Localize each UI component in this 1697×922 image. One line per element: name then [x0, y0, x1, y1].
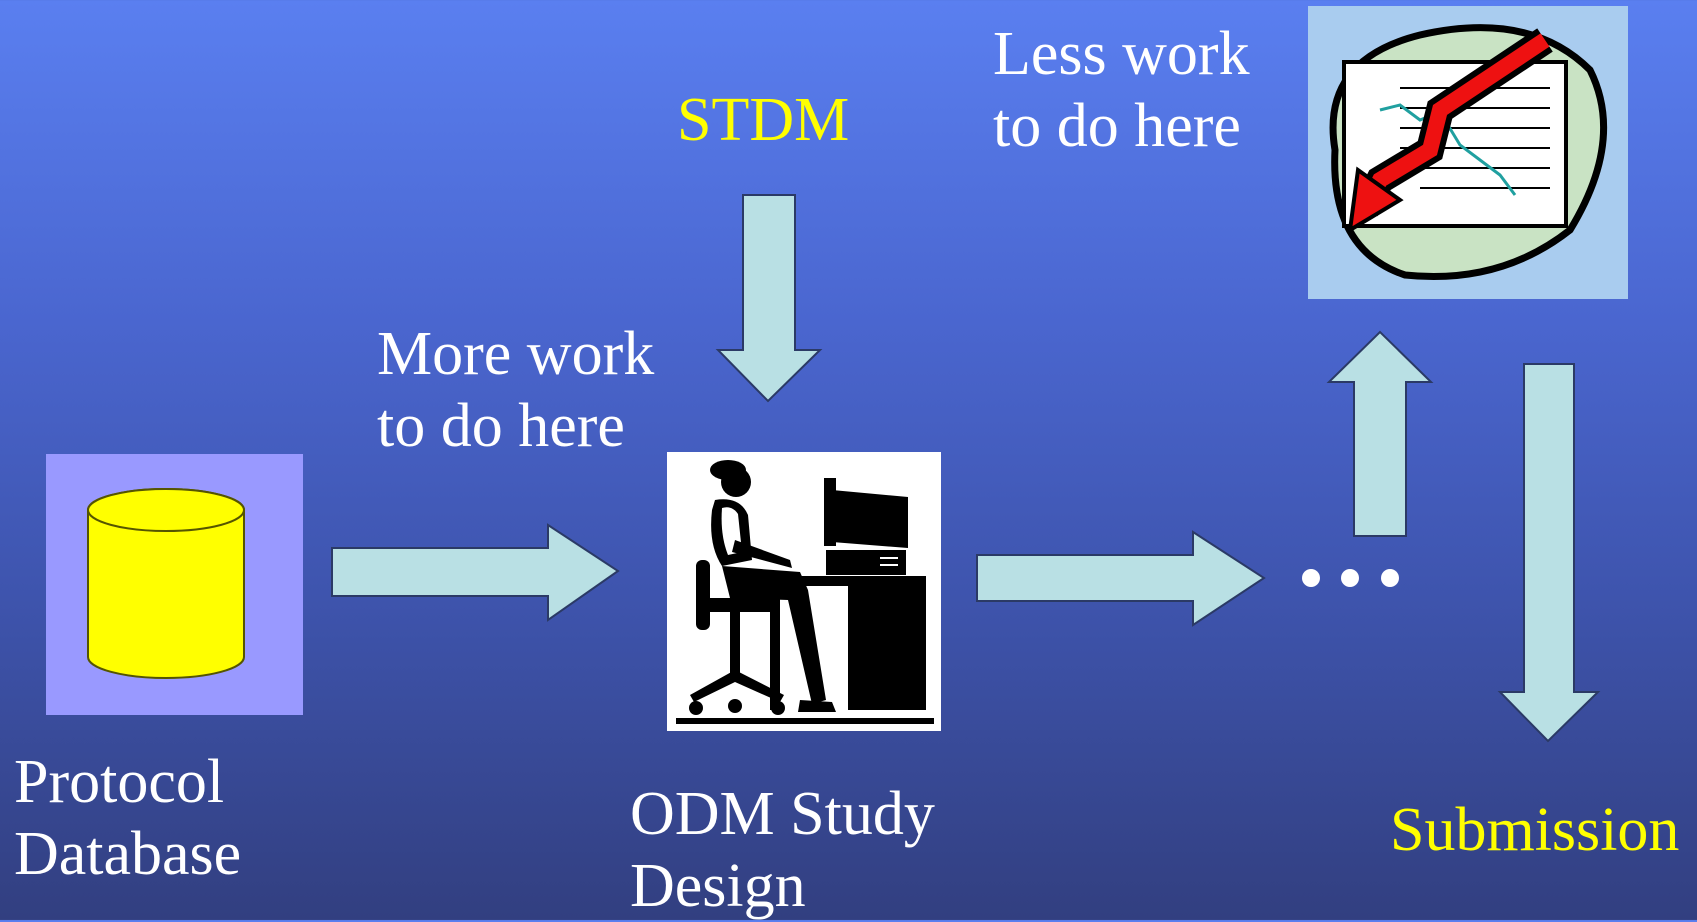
more-work-line-2: to do here	[377, 392, 625, 460]
more-work-label: More work to do here	[377, 318, 654, 462]
less-work-label: Less work to do here	[993, 18, 1250, 162]
arrow-database-to-odm	[331, 523, 620, 622]
odm-study-design-line-2: Design	[630, 852, 806, 920]
person-at-computer-icon	[667, 452, 941, 731]
odm-study-design-line-1: ODM Study	[630, 780, 935, 848]
protocol-database-line-1: Protocol	[14, 748, 225, 816]
stdm-label: STDM	[677, 86, 850, 154]
report-chart-icon	[1308, 6, 1628, 299]
ellipsis-dots	[1302, 569, 1399, 587]
less-work-line-1: Less work	[993, 20, 1250, 88]
arrow-odm-to-ellipsis	[976, 530, 1266, 627]
arrow-down-to-submission	[1497, 363, 1601, 743]
less-work-line-2: to do here	[993, 92, 1241, 160]
more-work-line-1: More work	[377, 320, 655, 388]
protocol-database-label: Protocol Database	[14, 746, 241, 890]
odm-study-design-label: ODM Study Design	[630, 778, 935, 922]
arrow-up-to-report	[1326, 330, 1434, 537]
arrow-stdm-down	[715, 194, 823, 403]
database-icon	[46, 454, 303, 715]
protocol-database-line-2: Database	[14, 820, 242, 888]
submission-label: Submission	[1390, 796, 1680, 864]
